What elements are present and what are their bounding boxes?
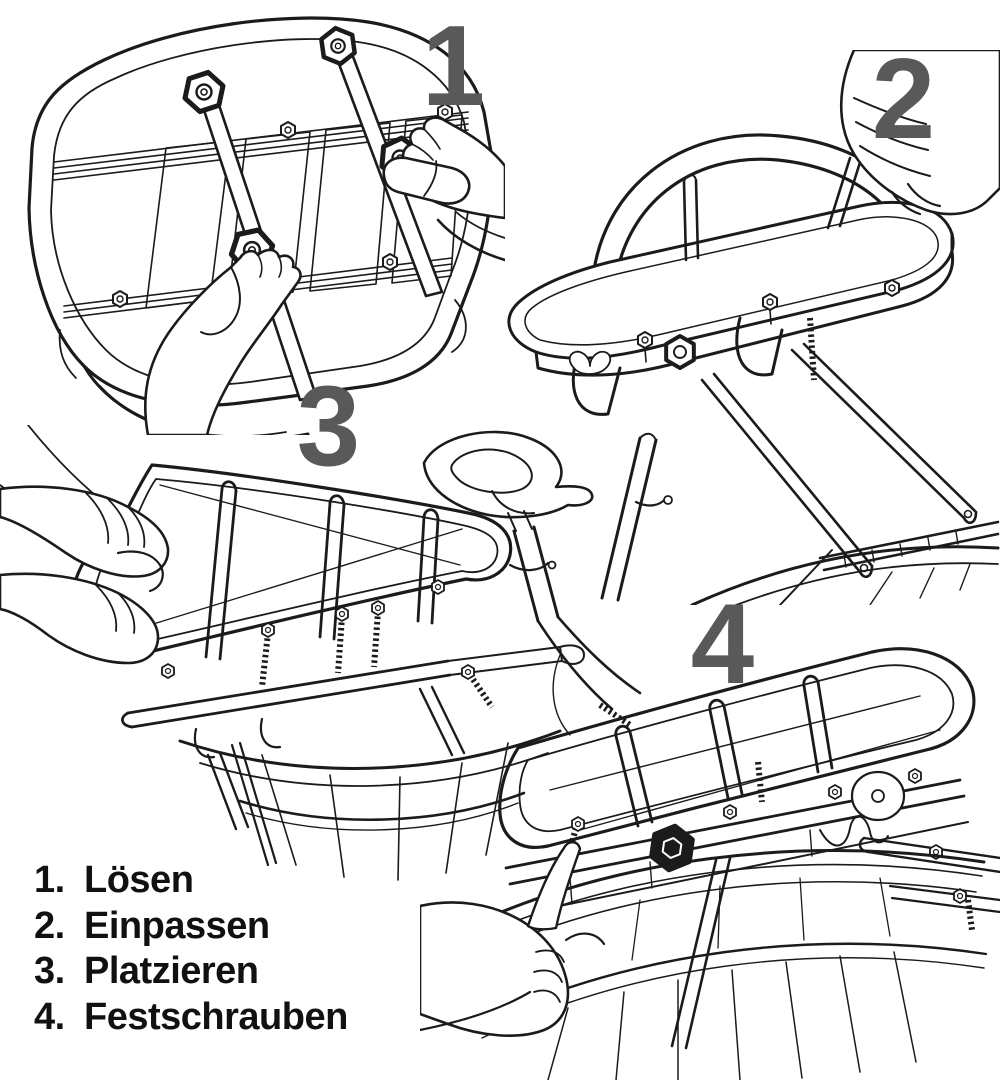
step-marker: 2. <box>34 904 65 947</box>
hand-lower <box>0 550 164 665</box>
hex-nut-icon <box>723 804 737 820</box>
step-list-item: 1. Lösen <box>34 858 348 904</box>
step-label: Festschrauben <box>84 995 348 1038</box>
step-marker: 3. <box>34 950 65 992</box>
seat-tube <box>600 432 673 602</box>
step-marker: 1. <box>34 859 65 901</box>
hex-nut-icon <box>112 290 128 308</box>
rear-rack-and-fender <box>690 520 1000 605</box>
rack-hardware-right <box>819 770 1000 931</box>
step-list-item: 2. Einpassen <box>34 904 348 950</box>
fender-and-wheel <box>178 729 562 881</box>
step-label: Einpassen <box>84 904 270 947</box>
hand-gripping-plate <box>839 50 1000 216</box>
star-knob-icon <box>666 336 694 368</box>
step-3-number: 3 <box>296 363 360 490</box>
saddle <box>422 430 594 532</box>
hand-lower <box>144 248 302 435</box>
threaded-bolt-icon <box>755 761 765 803</box>
mounting-strut <box>700 342 978 579</box>
step-2-number: 2 <box>871 36 935 163</box>
hand-upper <box>0 485 170 578</box>
hex-nut-icon <box>762 293 778 311</box>
step-list-item: 4. Festschrauben <box>34 995 348 1041</box>
hand-right <box>382 116 505 262</box>
step-label: Lösen <box>84 859 194 901</box>
step-marker: 4. <box>34 995 65 1038</box>
hex-nut-icon <box>884 279 900 297</box>
step-4-illustration <box>420 647 1000 1080</box>
wing-nut-icon <box>568 350 612 375</box>
step-1-illustration <box>27 16 505 435</box>
step-1-number: 1 <box>421 3 485 130</box>
step-list-item: 3. Platzieren <box>34 949 348 995</box>
hex-nut-icon <box>382 253 398 271</box>
rack-plate <box>121 644 585 831</box>
hex-nut-icon <box>571 816 585 832</box>
step-label: Platzieren <box>84 950 259 992</box>
step-2-illustration <box>507 50 1000 605</box>
hex-nut-icon <box>280 121 296 139</box>
step-3-illustration <box>0 425 642 881</box>
step-4-number: 4 <box>690 581 754 708</box>
mounting-bolts <box>161 579 445 688</box>
hex-nut-icon <box>908 768 922 784</box>
seat-post-and-frame <box>508 525 642 736</box>
hex-nut-icon <box>828 784 842 800</box>
hand-tightening <box>420 840 606 1037</box>
hex-nut-icon <box>637 331 653 349</box>
adapter-plate <box>507 133 955 416</box>
step-list: 1. Lösen 2. Einpassen 3. Platzieren 4. F… <box>34 858 348 1040</box>
